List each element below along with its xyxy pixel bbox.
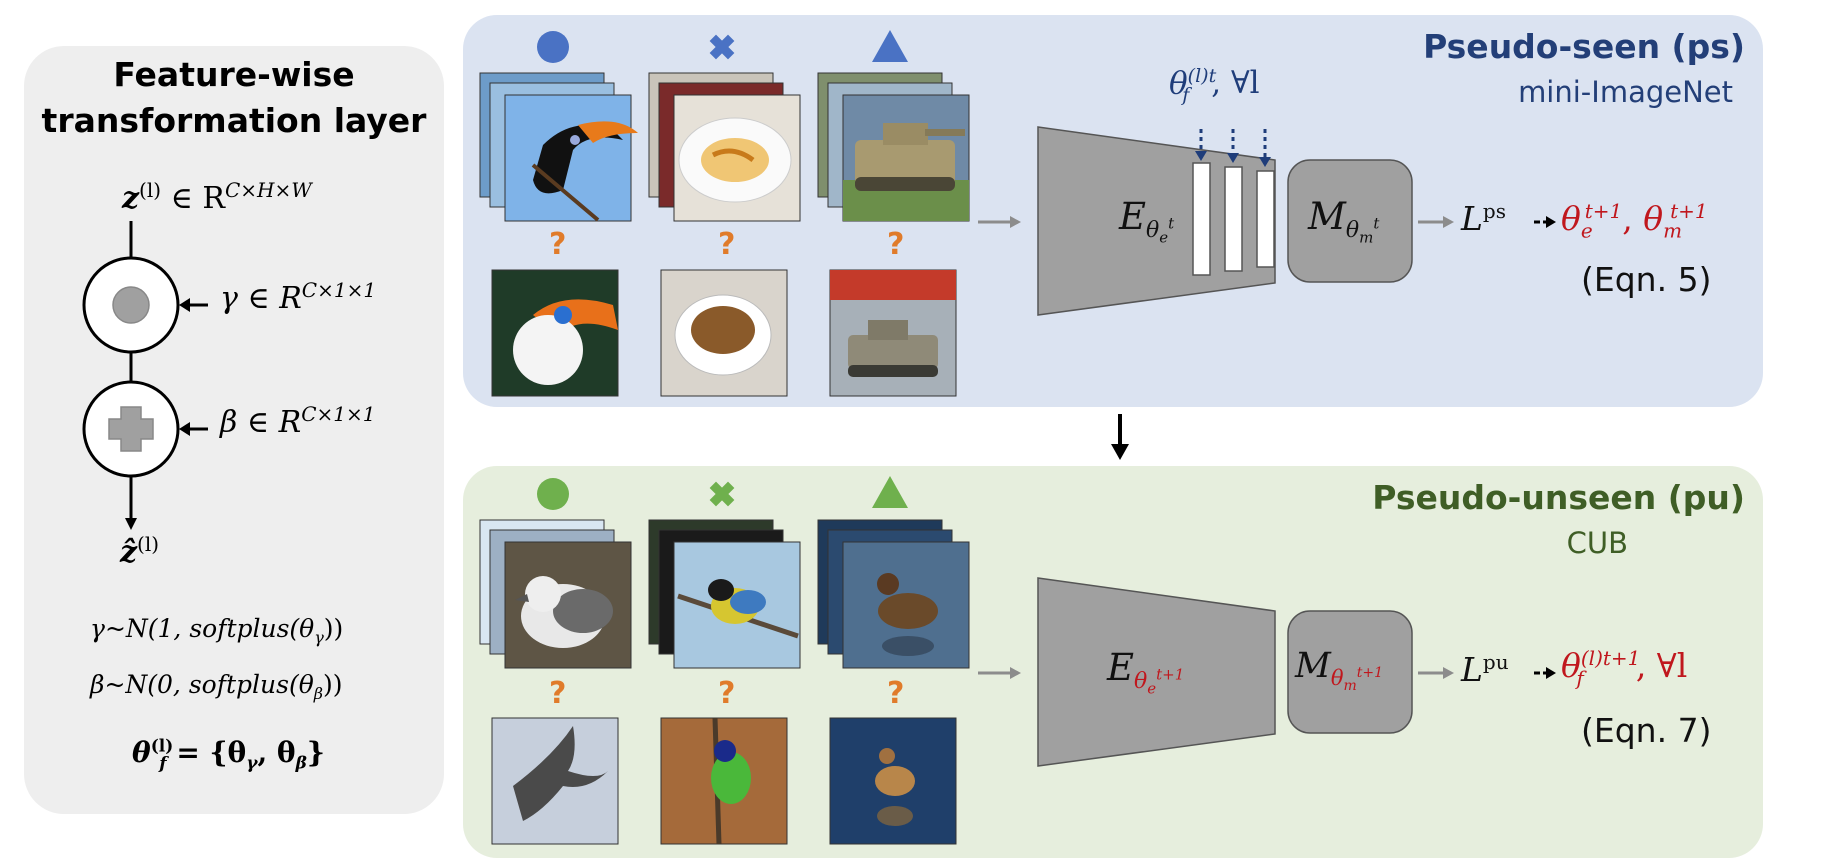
ps-query-mark-3: ? [887, 227, 905, 262]
cross-icon [709, 481, 735, 507]
pu-subtitle: CUB [1566, 526, 1628, 560]
circle-icon [537, 478, 569, 510]
ps-query-mark-1: ? [549, 227, 567, 262]
triangle-icon [872, 30, 908, 62]
pu-query-mark-2: ? [718, 676, 736, 711]
left-title-line2: transformation layer [41, 101, 427, 140]
pu-query-mark-3: ? [887, 676, 905, 711]
triangle-icon [872, 476, 908, 508]
ps-encoder-label: Eθet [1119, 195, 1175, 247]
pu-metric-label: Mθmt+1 [1295, 646, 1384, 695]
down-arrow [1111, 414, 1129, 460]
pu-update-label: θ(l)t+1f, ∀l [1561, 646, 1688, 690]
multiply-icon [112, 286, 150, 324]
ps-query-mark-2: ? [718, 227, 736, 262]
theta-definition: θ(l)f = {θγ, θβ} [132, 736, 325, 774]
ps-eqn-ref: (Eqn. 5) [1581, 260, 1712, 299]
z-output-label: ẑ(l) [120, 532, 160, 570]
pu-loss-label: Lpu [1461, 650, 1509, 689]
z-input-label: z(l) ∈ RC×H×W [122, 178, 312, 216]
beta-label: β ∈ RC×1×1 [220, 402, 376, 440]
pu-title: Pseudo-unseen (pu) [1372, 478, 1745, 517]
gamma-distribution: γ~N(1, softplus(θγ)) [90, 614, 344, 647]
ps-metric-label: Mθmt [1308, 195, 1380, 247]
pu-encoder [1037, 577, 1276, 767]
transformation-graph [82, 221, 208, 530]
feature-wise-transformation-panel: Feature-wise transformation layer z(l) ∈… [24, 46, 444, 814]
ps-ft-layer-1 [1192, 162, 1211, 276]
beta-distribution: β~N(0, softplus(θβ)) [90, 670, 343, 703]
pseudo-seen-panel: Pseudo-seen (ps) mini-ImageNet [463, 15, 1763, 407]
gamma-label: γ ∈ RC×1×1 [220, 278, 377, 316]
pu-graphics [479, 476, 1556, 845]
cross-icon [709, 34, 735, 60]
ps-theta-f-label: θ(l)tf, ∀l [1169, 65, 1260, 106]
ps-title: Pseudo-seen (ps) [1423, 27, 1745, 66]
ps-graphics [479, 30, 1556, 397]
pu-query-mark-1: ? [549, 676, 567, 711]
pseudo-unseen-panel: Pseudo-unseen (pu) CUB [463, 466, 1763, 858]
ps-ft-layer-2 [1224, 166, 1243, 272]
ps-loss-label: Lps [1461, 199, 1506, 238]
ps-encoder [1037, 126, 1276, 316]
ps-subtitle: mini-ImageNet [1518, 75, 1733, 109]
pu-metric [1287, 610, 1413, 734]
ps-metric [1287, 159, 1413, 283]
left-title: Feature-wise transformation layer [24, 52, 444, 144]
pu-encoder-label: Eθet+1 [1107, 646, 1185, 698]
plus-icon [108, 406, 154, 452]
ps-update-label: θet+1, θmt+1 [1561, 199, 1708, 243]
left-title-line1: Feature-wise [113, 55, 355, 94]
ps-ft-layer-3 [1256, 170, 1275, 268]
circle-icon [537, 31, 569, 63]
pu-eqn-ref: (Eqn. 7) [1581, 711, 1712, 750]
